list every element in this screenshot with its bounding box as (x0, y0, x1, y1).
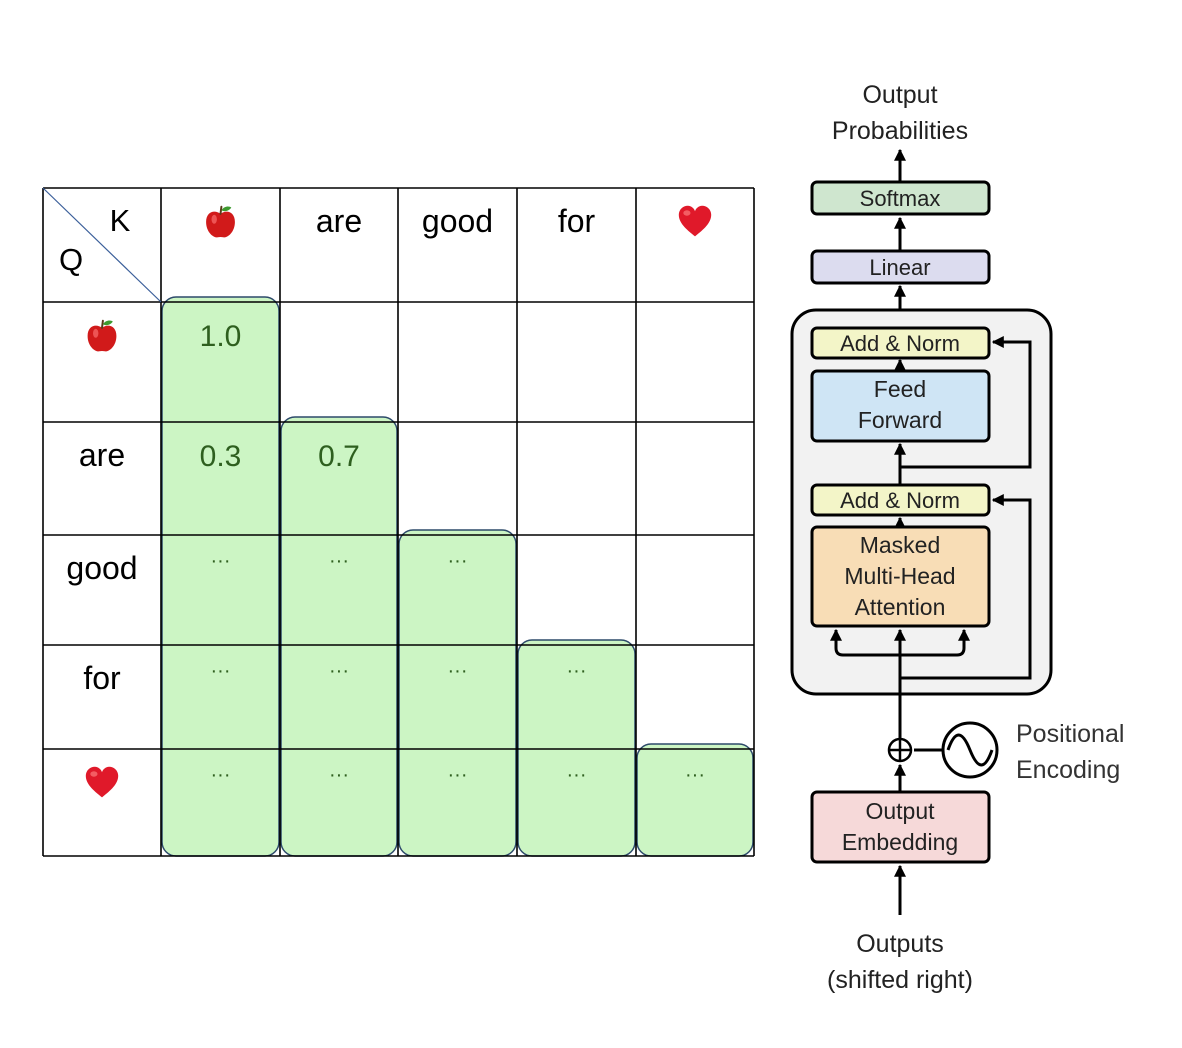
query-axis-label: Q (59, 242, 83, 277)
output-probabilities-label-line2: Probabilities (832, 117, 968, 145)
mask-column-3 (398, 529, 517, 857)
positional-encoding-label-line1: Positional (1016, 720, 1124, 748)
output-embedding-box (810, 790, 991, 864)
softmax-label: Softmax (860, 186, 941, 211)
matrix-grid (42, 187, 755, 857)
attention-weight-cell: ··· (685, 764, 705, 786)
key-token-headers: are good for (205, 203, 712, 239)
positional-encoding-label-line2: Encoding (1016, 756, 1120, 784)
attention-mask-matrix: K Q are good for are good for 1.0 0.3 0.7 ··· ··… (42, 187, 755, 857)
key-token-4: for (558, 203, 596, 239)
key-axis-label: K (110, 203, 131, 238)
query-token-headers: are good for (66, 319, 138, 798)
add-norm-bottom-box (810, 483, 991, 517)
query-token-3: good (66, 550, 137, 586)
apple-icon (205, 205, 236, 239)
attention-weight-cell: ··· (329, 764, 349, 786)
attention-weight-cell: ··· (567, 660, 587, 682)
attention-weight-cell: ··· (329, 550, 349, 572)
output-embedding-label-line2: Embedding (842, 829, 958, 855)
attention-weight-cell: 0.3 (200, 440, 242, 473)
masked-attention-box (810, 525, 991, 628)
attention-weight-cell: ··· (211, 660, 231, 682)
linear-label: Linear (869, 255, 930, 280)
apple-icon (86, 319, 118, 353)
mask-columns (161, 296, 754, 857)
mask-column-5 (636, 743, 754, 857)
attention-weight-cell: ··· (448, 660, 468, 682)
residual-arrow-attention (900, 494, 1032, 680)
add-norm-top-box (810, 326, 991, 360)
attention-label-line3: Attention (855, 594, 946, 620)
attention-weights: 1.0 0.3 0.7 ··· ··· ··· ··· ··· ··· ··· ··· ··· ··· ·… (200, 320, 705, 786)
output-probabilities-label-line1: Output (862, 81, 937, 109)
corner-diagonal (42, 187, 162, 303)
linear-box (810, 249, 991, 285)
attention-input-right (900, 628, 970, 657)
outputs-label-line2: (shifted right) (827, 966, 973, 994)
add-norm-top-label: Add & Norm (840, 331, 960, 356)
key-token-3: good (422, 203, 493, 239)
add-norm-bottom-label: Add & Norm (840, 488, 960, 513)
softmax-box (810, 180, 991, 216)
residual-arrow-ff (900, 336, 1032, 469)
query-token-4: for (83, 660, 121, 696)
output-embedding-label-line1: Output (865, 798, 935, 824)
attention-label-line1: Masked (860, 532, 941, 558)
heart-icon (678, 205, 712, 237)
attention-weight-cell: ··· (448, 550, 468, 572)
attention-input-left (830, 628, 900, 657)
heart-icon (85, 766, 119, 798)
query-token-2: are (79, 437, 125, 473)
attention-weight-cell: ··· (211, 550, 231, 572)
outputs-label-line1: Outputs (856, 930, 944, 958)
attention-weight-cell: 1.0 (200, 320, 242, 353)
attention-weight-cell: ··· (211, 764, 231, 786)
attention-label-line2: Multi-Head (844, 563, 955, 589)
mask-column-2 (280, 416, 398, 857)
attention-weight-cell: 0.7 (318, 440, 360, 473)
feed-forward-label-line2: Forward (858, 407, 942, 433)
feed-forward-label-line1: Feed (874, 376, 926, 402)
attention-weight-cell: ··· (448, 764, 468, 786)
attention-weight-cell: ··· (567, 764, 587, 786)
transformer-decoder-diagram: Output Probabilities Softmax Linear Add … (790, 81, 1124, 994)
key-token-2: are (316, 203, 362, 239)
attention-weight-cell: ··· (329, 660, 349, 682)
